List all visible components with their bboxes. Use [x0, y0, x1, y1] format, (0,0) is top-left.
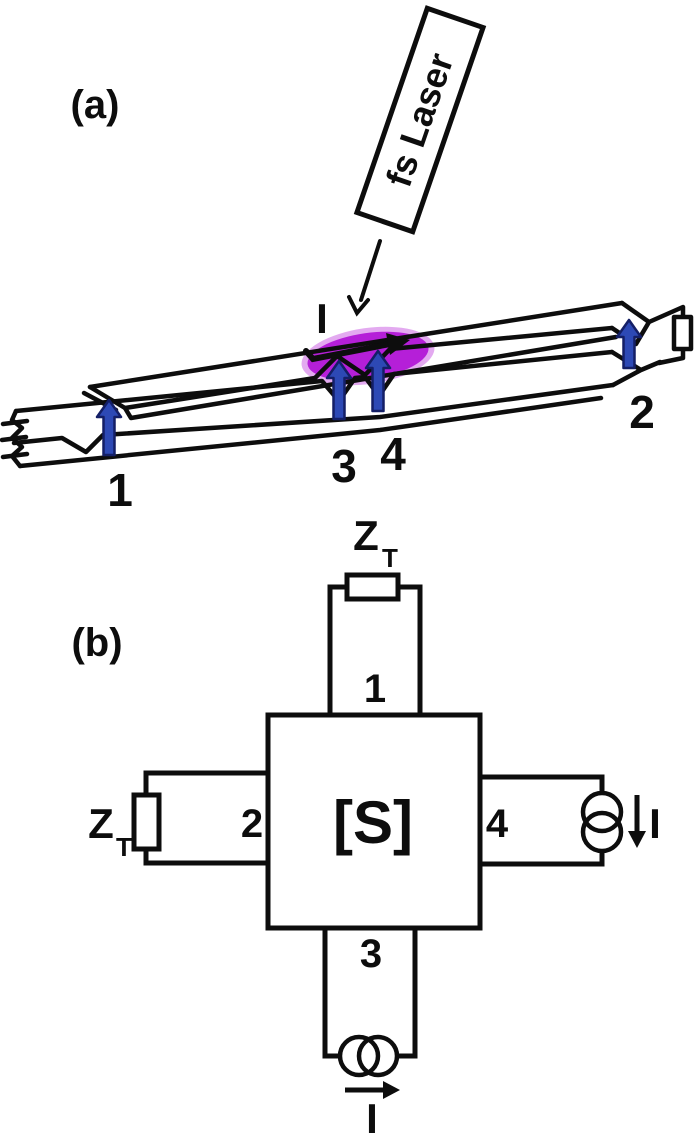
port-number-b-2: 2: [241, 802, 263, 846]
top-plate-back-edge: [87, 300, 625, 390]
svg-text:Z: Z: [88, 800, 114, 847]
impedance-label-top: Z T: [353, 512, 398, 573]
s-matrix-box: [265, 712, 483, 931]
network-schematic: [131, 572, 646, 1099]
port-number-a-1: 1: [107, 464, 133, 516]
current-arrow-right: [628, 795, 646, 848]
s-matrix-label: [S]: [333, 789, 413, 856]
left-jagged-end: [0, 408, 30, 469]
top-plate-thickness: [122, 334, 619, 421]
terminator-resistor-top: [344, 572, 401, 602]
port-stub-1: [327, 572, 423, 715]
current-label-right: I: [649, 800, 661, 847]
svg-text:T: T: [382, 543, 398, 573]
current-source-bottom: [337, 1034, 400, 1078]
port-arrow-3: [325, 359, 353, 421]
port-stub-4: [480, 774, 646, 867]
impedance-label-left: Z T: [88, 800, 132, 862]
port-stub-2: [131, 770, 268, 866]
terminator-resistor-left: [131, 792, 162, 852]
current-label-bottom: I: [366, 1095, 378, 1142]
svg-text:T: T: [116, 832, 132, 862]
fs-laser-box: fs Laser: [353, 5, 487, 235]
right-terminator-resistor: [671, 314, 694, 352]
port-arrow-4: [364, 349, 392, 413]
bottom-plate-back-edge: [13, 349, 615, 414]
port-stub-3: [322, 928, 418, 1099]
bottom-plate-right-cap: [609, 349, 663, 388]
port-number-b-3: 3: [360, 932, 382, 976]
photocurrent-arrow: [303, 333, 410, 363]
port-arrow-1: [95, 398, 123, 457]
port-field-arrows: [95, 318, 643, 457]
port-number-a-4: 4: [380, 428, 406, 480]
port-number-a-3: 3: [331, 440, 357, 492]
panel-b-label: (b): [71, 621, 122, 665]
port-number-b-4: 4: [486, 802, 509, 846]
bottom-plate-front-edge: [11, 382, 616, 455]
panel-a-label: (a): [71, 83, 120, 127]
port-arrow-2: [615, 318, 643, 370]
svg-text:Z: Z: [353, 512, 379, 559]
port-number-a-2: 2: [629, 386, 655, 438]
current-arrow-bottom: [345, 1081, 400, 1099]
right-termination-wires: [646, 304, 686, 366]
current-label-a: I: [316, 295, 328, 342]
laser-beam-arrow: [347, 239, 382, 317]
current-source-right: [580, 790, 624, 854]
bottom-plate-thickness: [17, 395, 604, 469]
port-number-b-1: 1: [364, 667, 386, 711]
